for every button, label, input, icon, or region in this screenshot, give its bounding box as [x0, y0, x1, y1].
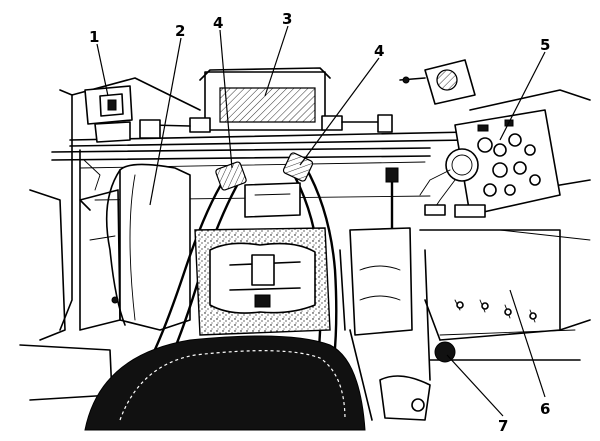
gear-lever [339, 167, 456, 421]
leader-lines [96, 25, 546, 417]
callout-3: 3 [282, 10, 292, 28]
callout-4-right: 4 [374, 42, 384, 60]
periscope [79, 85, 133, 211]
driver-seat [84, 329, 373, 431]
callout-4-left: 4 [213, 14, 223, 32]
vision-block [139, 67, 393, 139]
instrument-panel [419, 109, 561, 218]
callout-2: 2 [175, 22, 185, 40]
center-housing [194, 182, 331, 336]
callout-6: 6 [540, 400, 550, 418]
radio-set [399, 59, 476, 105]
callout-5: 5 [540, 36, 550, 54]
callout-7: 7 [498, 417, 508, 435]
callout-1: 1 [89, 28, 99, 46]
fuel-tank [79, 163, 191, 331]
side-panel [454, 299, 537, 323]
